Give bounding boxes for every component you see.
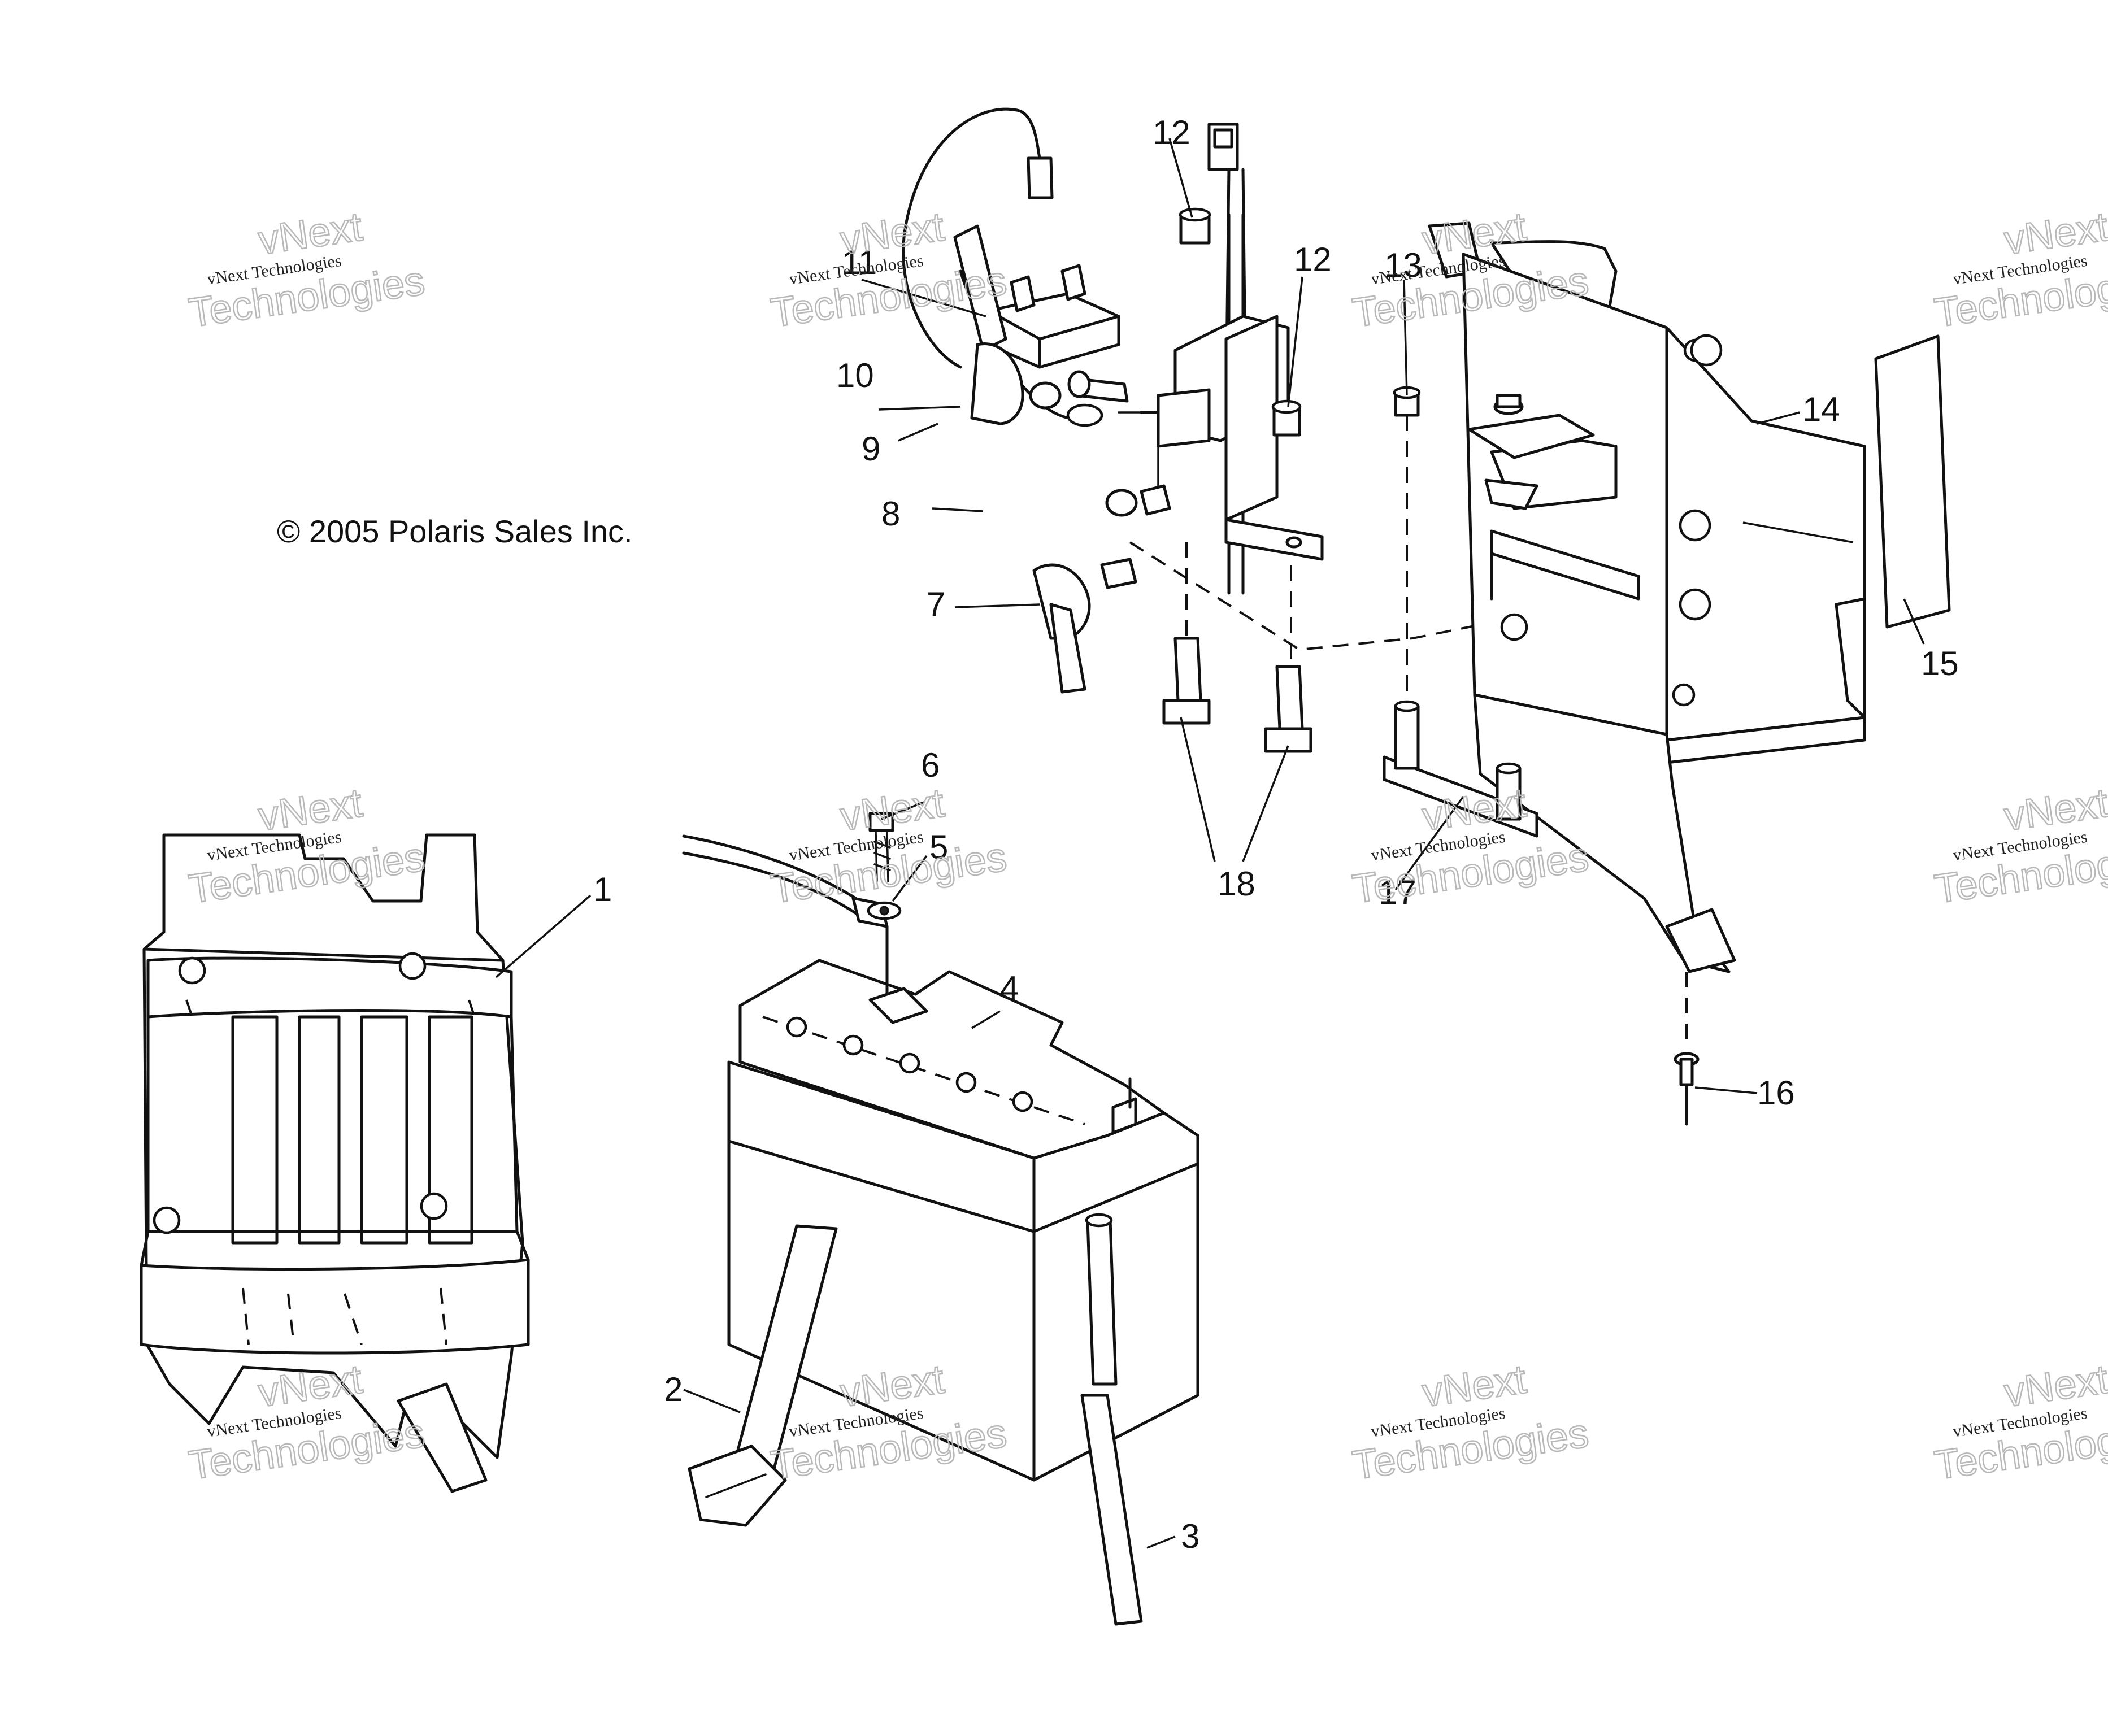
callout-10: 10 [836,356,874,394]
callout-7: 7 [927,585,945,623]
watermark: vNext vNext Technologies Technologies [1931,1356,2108,1489]
svg-text:vNext: vNext [2002,780,2108,839]
watermark: vNext vNext Technologies Technologies [767,780,1010,913]
watermark: vNext vNext Technologies Technologies [1931,780,2108,913]
callout-13: 13 [1384,246,1422,284]
callout-2: 2 [664,1370,683,1408]
svg-text:vNext: vNext [2002,204,2108,263]
solenoid-assembly [902,107,1526,753]
watermark: vNext vNext Technologies Technologies [767,203,1010,337]
callout-9: 9 [862,430,880,468]
nut [1393,386,1421,701]
watermark: vNext vNext Technologies Technologies [1931,203,2108,337]
copyright-notice: © 2005 Polaris Sales Inc. [277,514,633,549]
callout-6: 6 [921,746,940,784]
mounting-bracket [1428,221,1866,973]
leader-lines [495,138,1925,1549]
callout-5: 5 [929,828,948,866]
svg-text:vNext: vNext [256,780,365,839]
callout-12a: 12 [1153,114,1190,151]
svg-text:vNext: vNext [2002,1356,2108,1416]
watermark: vNext vNext Technologies Technologies [1349,1356,1592,1489]
callout-8: 8 [881,495,900,533]
svg-text:vNext: vNext [838,204,947,263]
battery [727,959,1199,1482]
callout-11: 11 [842,243,877,281]
callout-15: 15 [1921,645,1959,682]
callout-labels: 1 2 3 4 5 6 7 8 9 10 11 12 12 13 14 15 1… [593,114,1959,1555]
callout-4: 4 [1000,969,1019,1007]
svg-text:vNext: vNext [256,204,365,263]
svg-text:vNext: vNext [1420,1356,1529,1416]
callout-1: 1 [593,871,612,908]
callout-12b: 12 [1294,241,1332,279]
callout-18: 18 [1218,865,1255,903]
spacer-plate [1383,700,1538,838]
battery-cable-terminal [682,812,902,996]
battery-box [140,833,530,1493]
decal-label [1874,334,1951,629]
battery-strap [688,1224,838,1527]
callout-3: 3 [1181,1517,1199,1555]
watermark: vNext vNext Technologies Technologies [185,203,428,337]
vent-tube [1080,1213,1143,1626]
callout-17: 17 [1379,873,1416,911]
callout-14: 14 [1802,390,1840,428]
callout-16: 16 [1757,1074,1795,1112]
rivet [1674,972,1700,1126]
